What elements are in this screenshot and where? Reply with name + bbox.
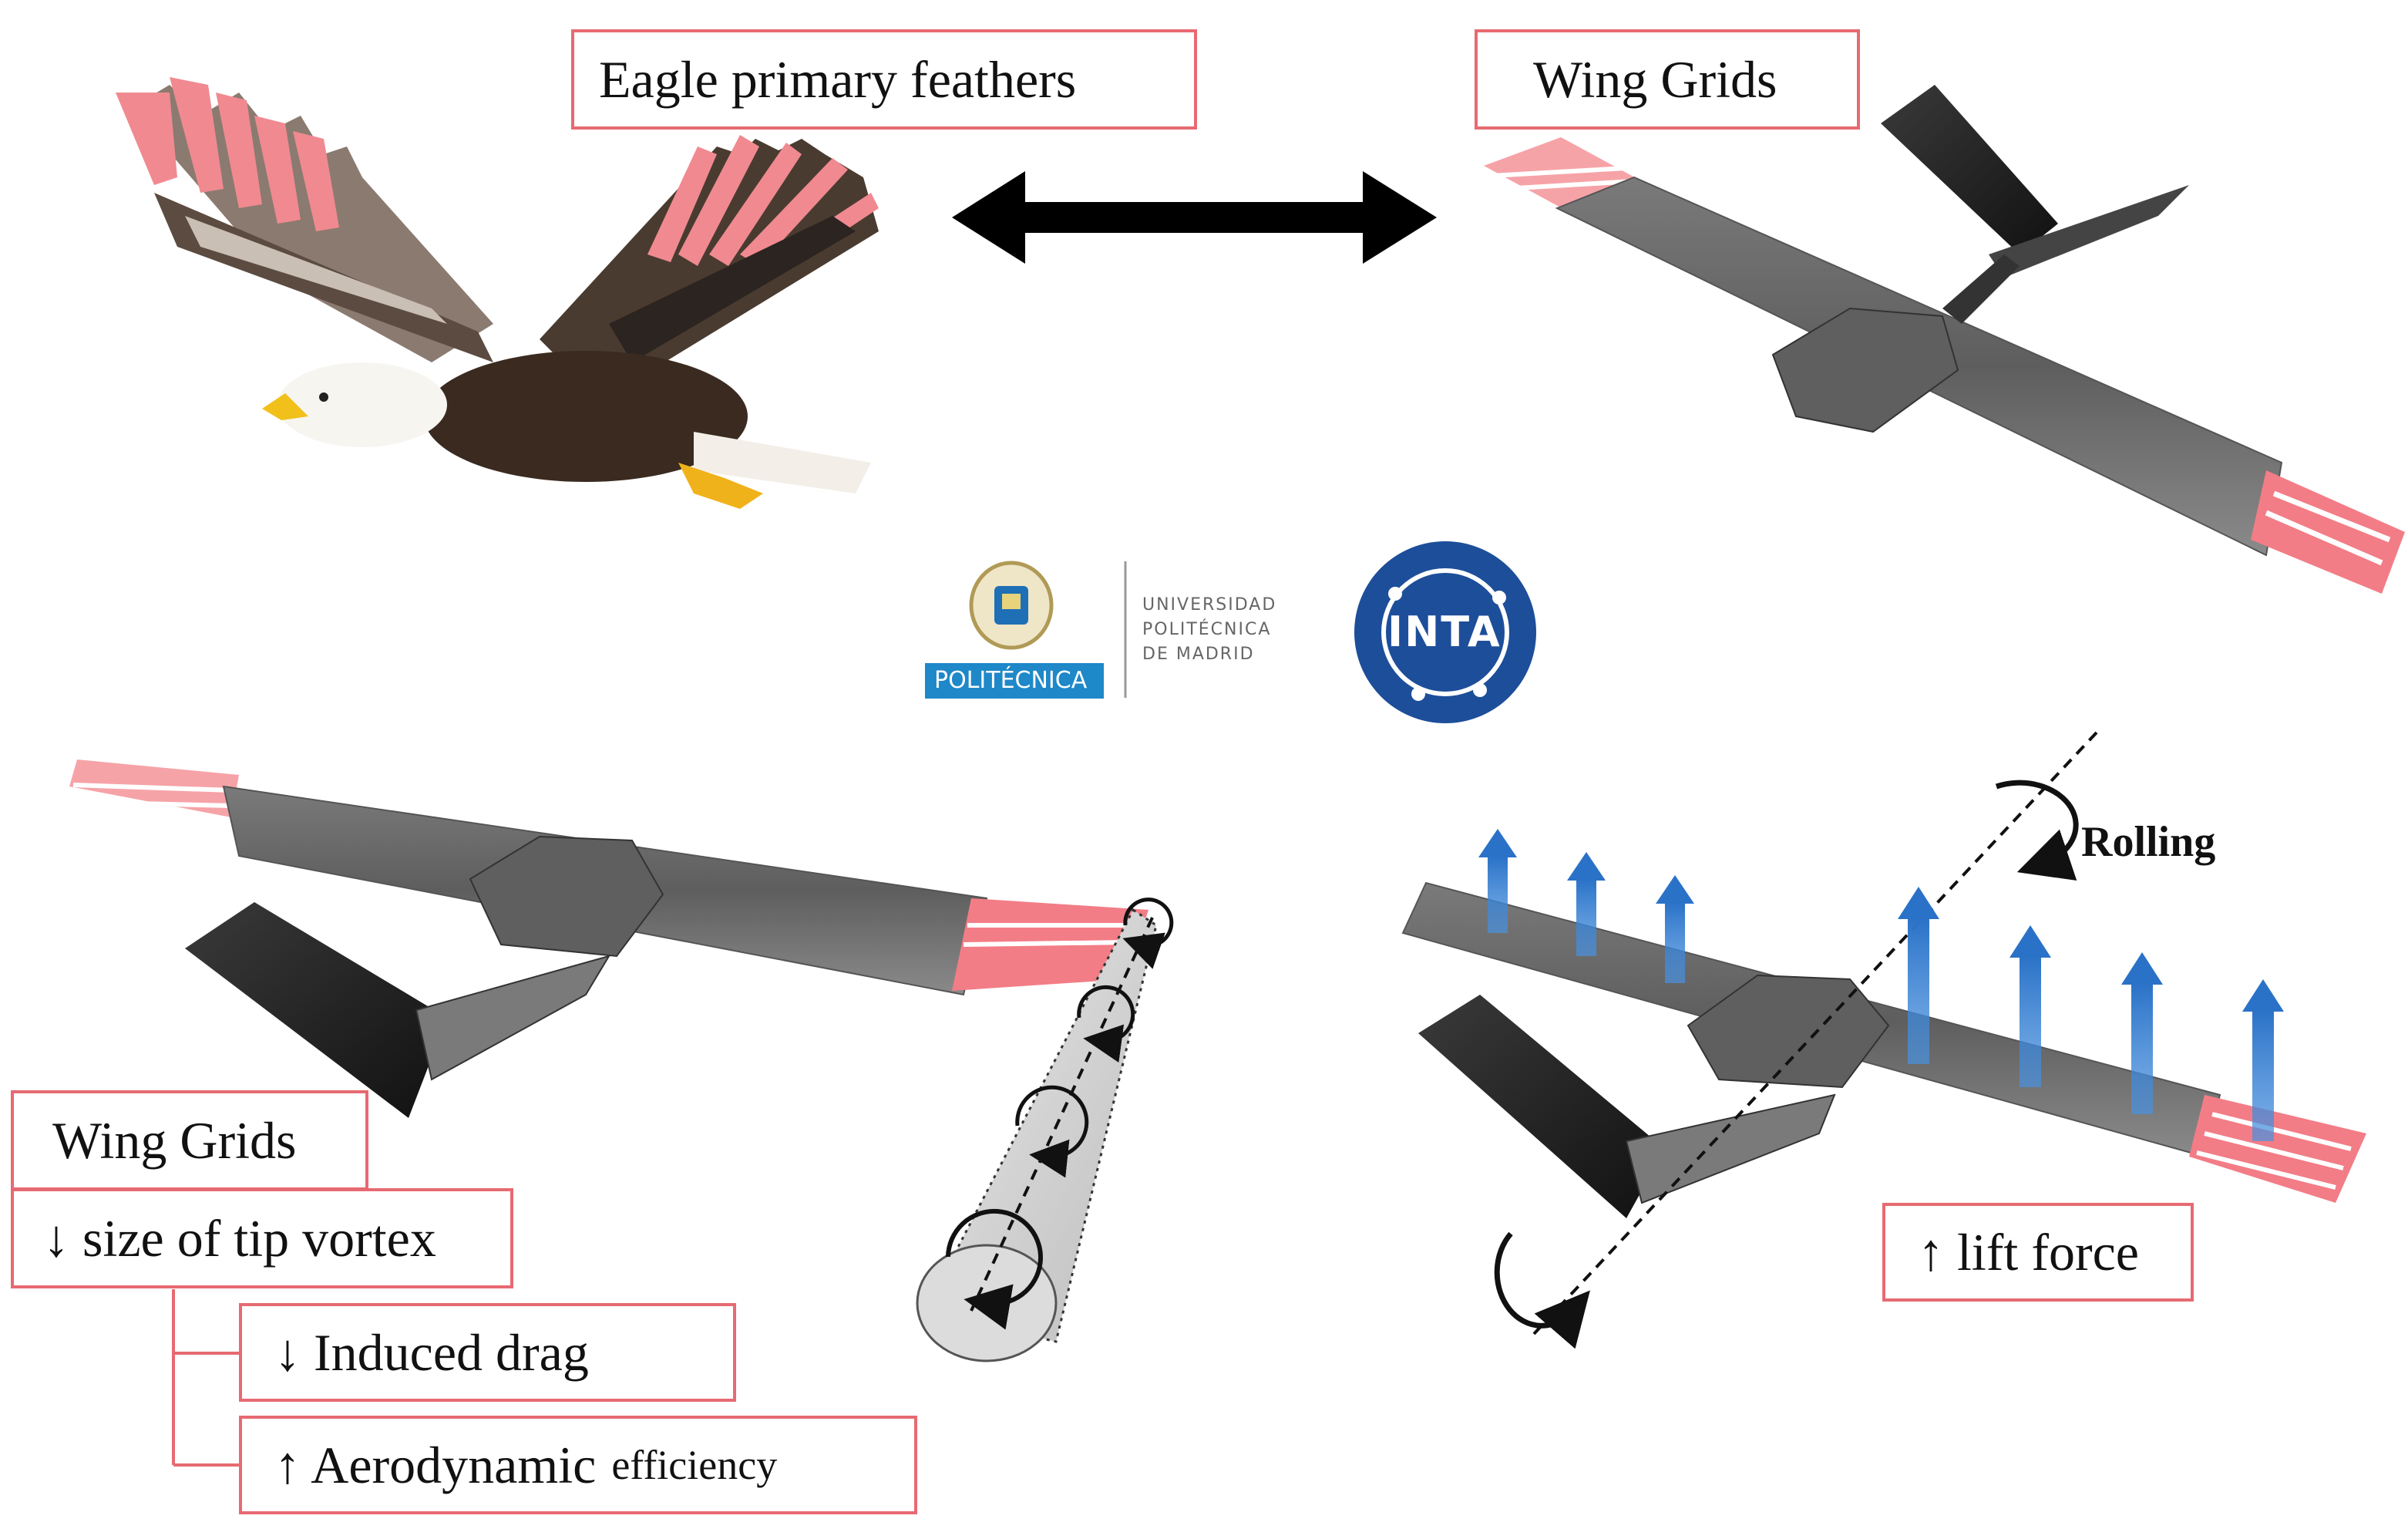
wing-grids-top-label: Wing Grids (1475, 29, 1860, 130)
eagle-back-wing (116, 77, 493, 362)
wing-grids-top-text: Wing Grids (1533, 49, 1777, 109)
upm-name-line3: DE MADRID (1142, 645, 1255, 664)
upm-badge (925, 663, 1104, 699)
eagle-talon (678, 463, 763, 509)
tip-vortex-text: ↓ size of tip vortex (43, 1208, 436, 1268)
aero-efficiency-small-text: efficiency (611, 1442, 778, 1488)
upm-logo (925, 561, 1127, 699)
uav-boom-top (1942, 254, 2020, 324)
upm-badge-text: POLITÉCNICA (934, 667, 1088, 694)
rolling-label: Rolling (2081, 818, 2216, 866)
uav-illustration-bottom-right (1401, 731, 2366, 1349)
wing-grids-bottom-text: Wing Grids (52, 1110, 297, 1170)
uav-boom-br (1625, 1093, 1836, 1204)
wing-grids-bottom-label: Wing Grids (11, 1090, 368, 1191)
eagle-eye (319, 392, 328, 402)
uav-fuselage-top (1771, 307, 1959, 433)
uav-tail-vertical (1881, 85, 2058, 254)
uav-fuselage-bl (469, 835, 664, 958)
inta-logo-text: INTA (1387, 608, 1502, 656)
upm-name-line2: POLITÉCNICA (1142, 620, 1272, 639)
induced-drag-label: ↓ Induced drag (239, 1303, 736, 1402)
eagle-feathers-label: Eagle primary feathers (571, 29, 1197, 130)
lift-arrow-icon (1567, 852, 1606, 956)
wing-grid-right-br (2189, 1095, 2366, 1203)
inta-logo (1354, 541, 1536, 723)
eagle-front-wing (540, 135, 879, 401)
roll-axis (1532, 731, 2098, 1335)
uav-illustration-top (1484, 85, 2405, 594)
lift-arrows (1478, 829, 2284, 1141)
lift-arrow-icon (1656, 875, 1694, 983)
uav-boom-bl (415, 955, 611, 1081)
box-connectors (172, 1289, 239, 1467)
induced-drag-text: ↓ Induced drag (274, 1322, 589, 1382)
aero-efficiency-text: ↑ Aerodynamic (274, 1435, 597, 1494)
uav-tail-br (1418, 995, 1665, 1218)
lift-force-label: ↑ lift force (1882, 1203, 2194, 1302)
wing-grid-left-bl (69, 759, 239, 817)
uav-tail-bl (185, 902, 447, 1118)
eagle-feathers-text: Eagle primary feathers (599, 49, 1077, 109)
upm-name-line1: UNIVERSIDAD (1142, 595, 1277, 615)
uav-illustration-bottom-left (69, 759, 1149, 1118)
eagle-illustration (116, 77, 879, 509)
double-arrow-icon (952, 171, 1437, 264)
uav-fuselage-br (1687, 974, 1890, 1089)
uav-tail-horizontal (1989, 185, 2189, 278)
eagle-tail (694, 432, 871, 493)
lift-arrow-icon (2242, 979, 2284, 1141)
eagle-body (424, 351, 748, 482)
rotation-arrow-icon-top (1995, 780, 2079, 881)
tip-vortex (916, 898, 1174, 1362)
wing-grid-right-bl (952, 898, 1149, 991)
eagle-head (277, 362, 447, 447)
lift-arrow-icon (1898, 887, 1939, 1064)
lift-force-text: ↑ lift force (1918, 1222, 2139, 1281)
wing-grid-right (2251, 470, 2405, 594)
lift-arrow-icon (2009, 925, 2051, 1087)
tip-vortex-label: ↓ size of tip vortex (11, 1188, 513, 1288)
lift-arrow-icon (1478, 829, 1517, 933)
rotation-arrow-icon-bottom (1494, 1231, 1590, 1349)
aero-efficiency-label: ↑ Aerodynamic efficiency (239, 1416, 917, 1514)
eagle-beak (262, 393, 308, 420)
lift-arrow-icon (2121, 952, 2163, 1114)
